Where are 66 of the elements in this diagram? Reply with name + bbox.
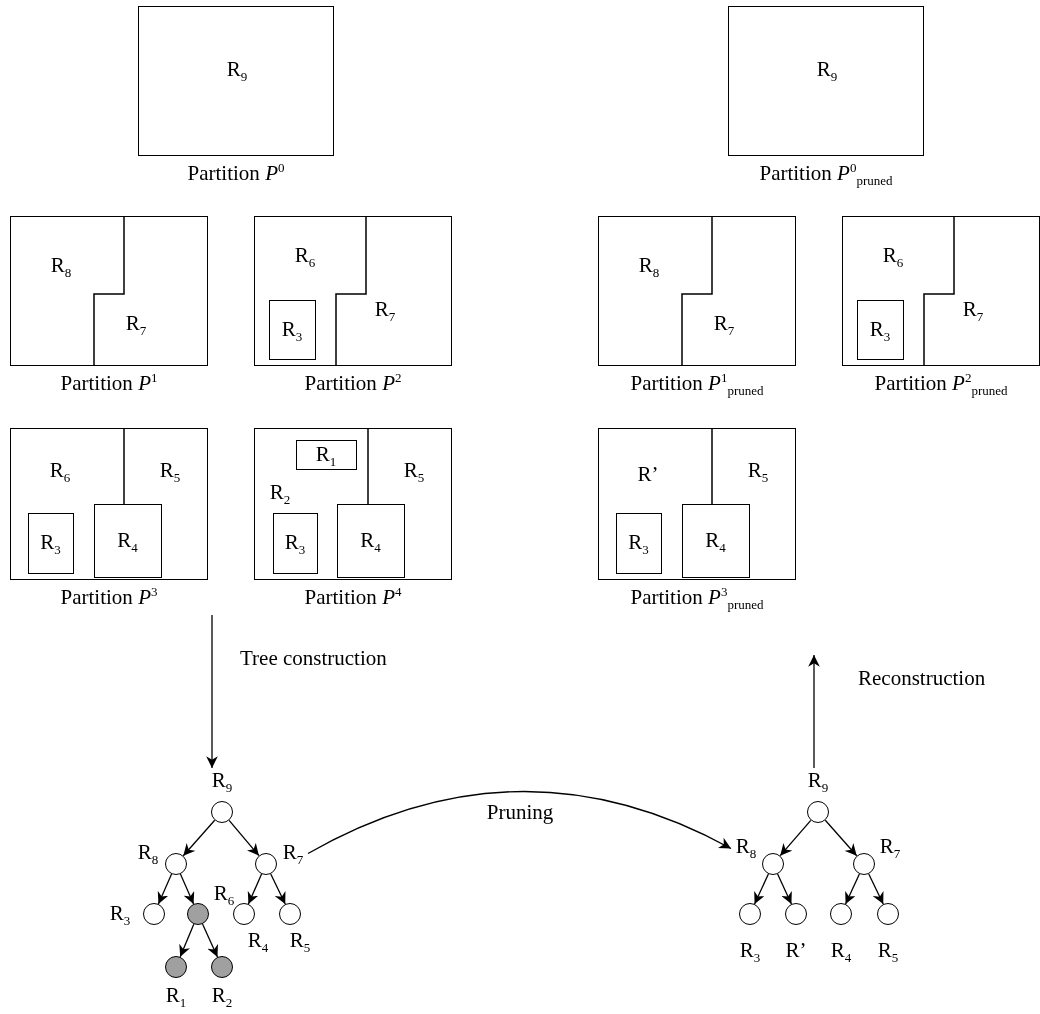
region-box: R$_{3}$ — [615, 512, 662, 574]
node-label: R$_{3}$ — [738, 938, 762, 962]
region-label: R$_{7}$ — [374, 296, 396, 330]
region-box: R$_{4}$ — [681, 503, 750, 578]
arrow — [228, 819, 260, 857]
arrow — [247, 873, 263, 905]
arrow — [824, 819, 858, 857]
node-label: R$_{6}$ — [212, 881, 236, 905]
region-box: R$_{3}$ — [27, 512, 74, 574]
arrow — [206, 614, 218, 769]
partition-caption: Partition P$^{4}$ — [303, 584, 403, 610]
region-label: R$_{8}$ — [50, 252, 72, 286]
arrow — [779, 819, 812, 857]
region-box: R$_{3}$ — [272, 512, 318, 574]
node-label: R$_{2}$ — [210, 983, 234, 1007]
region-box: R$_{3}$ — [268, 299, 316, 360]
partition-caption: Partition P$^{2}$ — [303, 370, 403, 396]
node-label: R$_{1}$ — [164, 983, 188, 1007]
region-box: R$_{1}$ — [295, 439, 357, 470]
region-box: R$_{3}$ — [856, 299, 904, 360]
partition-caption: Partition P$^{1}$ — [59, 370, 159, 396]
region-label: R$_{6}$ — [882, 242, 904, 276]
arrow — [201, 923, 219, 958]
edge-label: Reconstruction — [858, 666, 986, 690]
region-label: R$_{5}$ — [747, 457, 769, 491]
arrow — [307, 790, 732, 855]
region-box: R$_{4}$ — [93, 503, 162, 578]
node-label: R$_{7}$ — [878, 834, 902, 858]
arrow — [776, 873, 793, 905]
region-label: R$_{5}$ — [403, 457, 425, 491]
arrow — [157, 873, 173, 905]
edge-label: Tree construction — [240, 646, 387, 670]
node-label: R$_{7}$ — [281, 840, 305, 864]
node-label: R$_{8}$ — [734, 834, 758, 858]
partition-caption: Partition P$^{3}$ — [59, 584, 159, 610]
arrow — [270, 873, 286, 905]
region-label: R$_{7}$ — [962, 296, 984, 330]
region-box: R$_{4}$ — [336, 503, 405, 578]
region-label: R$_{5}$ — [159, 457, 181, 491]
region-label: R$_{6}$ — [49, 457, 71, 491]
edge-label: Pruning — [486, 800, 554, 824]
node-label: R$_{3}$ — [108, 901, 132, 925]
node-label: R$_{4}$ — [246, 928, 270, 952]
region-label: R$_{7}$ — [125, 310, 147, 344]
node-label: R’ — [784, 938, 808, 962]
region-label: R’ — [637, 462, 659, 486]
arrow — [179, 923, 195, 958]
arrow — [182, 819, 216, 857]
arrow — [808, 654, 820, 769]
region-label: R$_{8}$ — [638, 252, 660, 286]
arrow — [868, 873, 884, 905]
node-label: R$_{5}$ — [288, 928, 312, 952]
partition-caption: Partition P$^{0}$ — [186, 160, 286, 186]
arrow — [753, 873, 770, 905]
region-label: R$_{9}$ — [816, 56, 838, 90]
region-label: R$_{6}$ — [294, 242, 316, 276]
node-label: R$_{8}$ — [136, 840, 160, 864]
region-label: R$_{9}$ — [226, 56, 248, 90]
node-label: R$_{9}$ — [806, 768, 830, 792]
node-label: R$_{9}$ — [210, 768, 234, 792]
region-label: R$_{2}$ — [269, 479, 291, 513]
arrow — [179, 873, 195, 905]
arrow — [844, 873, 861, 905]
node-label: R$_{5}$ — [876, 938, 900, 962]
region-label: R$_{7}$ — [713, 310, 735, 344]
node-label: R$_{4}$ — [829, 938, 853, 962]
